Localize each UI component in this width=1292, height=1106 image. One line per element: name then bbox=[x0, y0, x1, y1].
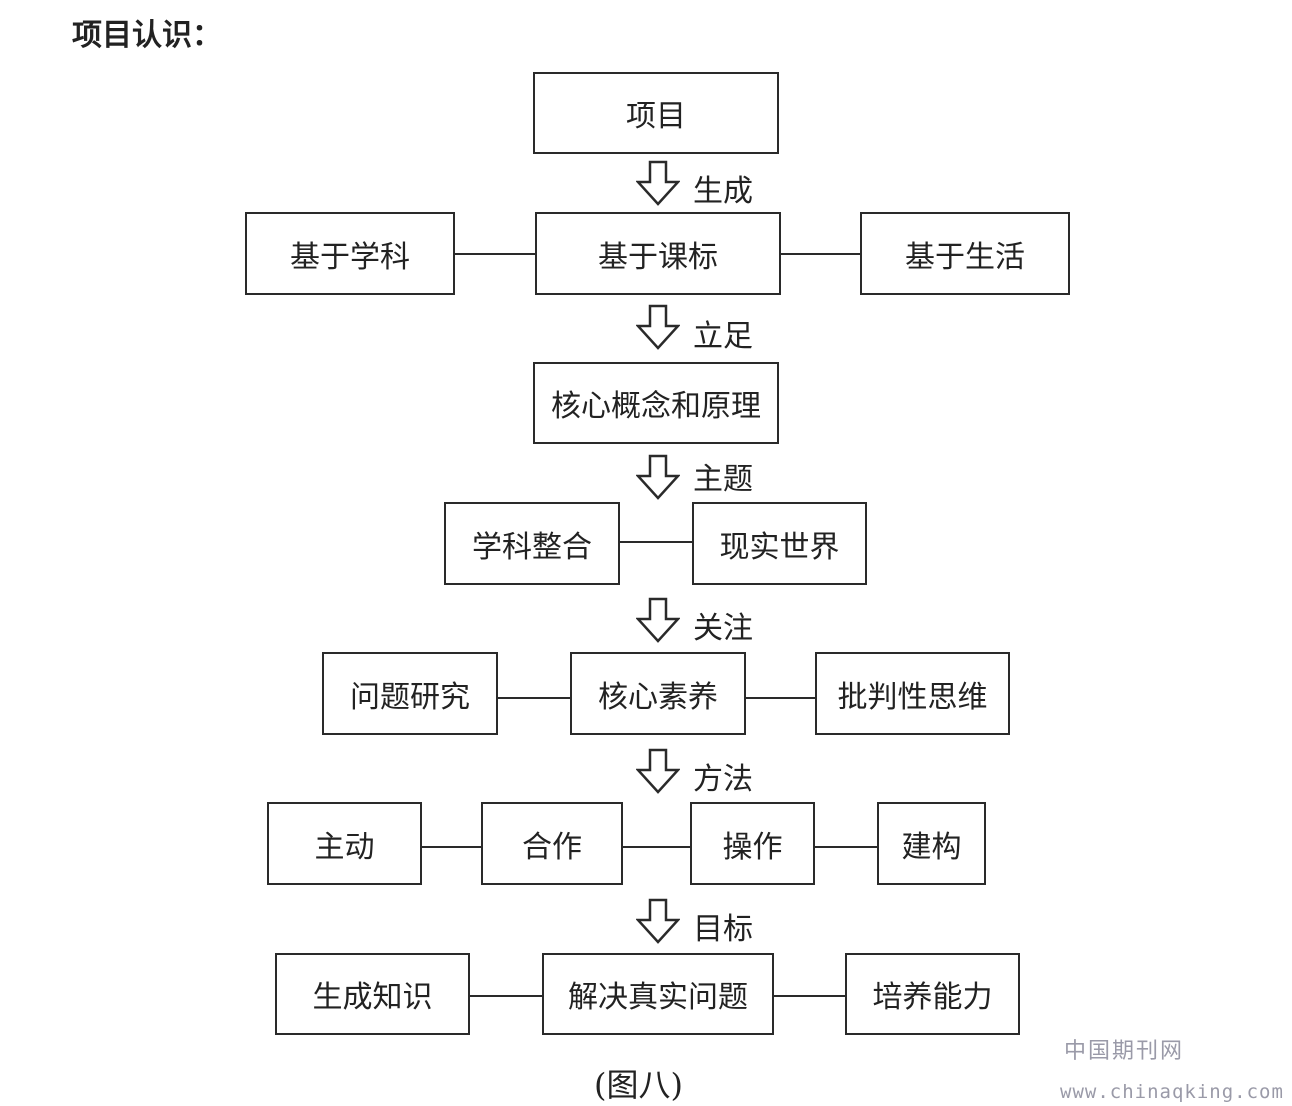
arrow-label-focus: 关注 bbox=[693, 611, 753, 646]
arrow-label-theme: 主题 bbox=[693, 462, 753, 497]
down-arrow-icon bbox=[636, 160, 680, 206]
node-core-concepts: 核心概念和原理 bbox=[533, 362, 779, 444]
arrow-label-generate: 生成 bbox=[693, 174, 753, 209]
connector-line bbox=[470, 995, 542, 997]
node-critical-thinking: 批判性思维 bbox=[815, 652, 1010, 735]
connector-line bbox=[774, 995, 845, 997]
down-arrow-icon bbox=[636, 304, 680, 350]
connector-line bbox=[422, 846, 481, 848]
node-curriculum-based: 基于课标 bbox=[535, 212, 781, 295]
page-title: 项目认识： bbox=[72, 18, 222, 53]
arrow-label-base-on: 立足 bbox=[693, 319, 753, 354]
connector-line bbox=[455, 253, 535, 255]
node-subject-integration: 学科整合 bbox=[444, 502, 620, 585]
arrow-label-method: 方法 bbox=[693, 762, 753, 797]
node-cooperation: 合作 bbox=[481, 802, 623, 885]
node-generate-knowledge: 生成知识 bbox=[275, 953, 470, 1035]
down-arrow-icon bbox=[636, 898, 680, 944]
node-operation: 操作 bbox=[690, 802, 815, 885]
connector-line bbox=[623, 846, 690, 848]
node-subject-based: 基于学科 bbox=[245, 212, 455, 295]
node-cultivate-ability: 培养能力 bbox=[845, 953, 1020, 1035]
watermark-url: www.chinaqking.com bbox=[1060, 1081, 1284, 1103]
node-problem-research: 问题研究 bbox=[322, 652, 498, 735]
node-active: 主动 bbox=[267, 802, 422, 885]
arrow-label-goal: 目标 bbox=[693, 912, 753, 947]
down-arrow-icon bbox=[636, 597, 680, 643]
down-arrow-icon bbox=[636, 454, 680, 500]
node-project: 项目 bbox=[533, 72, 779, 154]
connector-line bbox=[746, 697, 815, 699]
node-construction: 建构 bbox=[877, 802, 986, 885]
node-core-literacy: 核心素养 bbox=[570, 652, 746, 735]
connector-line bbox=[815, 846, 877, 848]
node-real-world: 现实世界 bbox=[692, 502, 867, 585]
node-solve-real-problems: 解决真实问题 bbox=[542, 953, 774, 1035]
connector-line bbox=[620, 541, 692, 543]
figure-caption: (图八) bbox=[594, 1066, 683, 1104]
connector-line bbox=[781, 253, 860, 255]
down-arrow-icon bbox=[636, 748, 680, 794]
watermark-name: 中国期刊网 bbox=[1064, 1039, 1185, 1064]
connector-line bbox=[498, 697, 570, 699]
node-life-based: 基于生活 bbox=[860, 212, 1070, 295]
